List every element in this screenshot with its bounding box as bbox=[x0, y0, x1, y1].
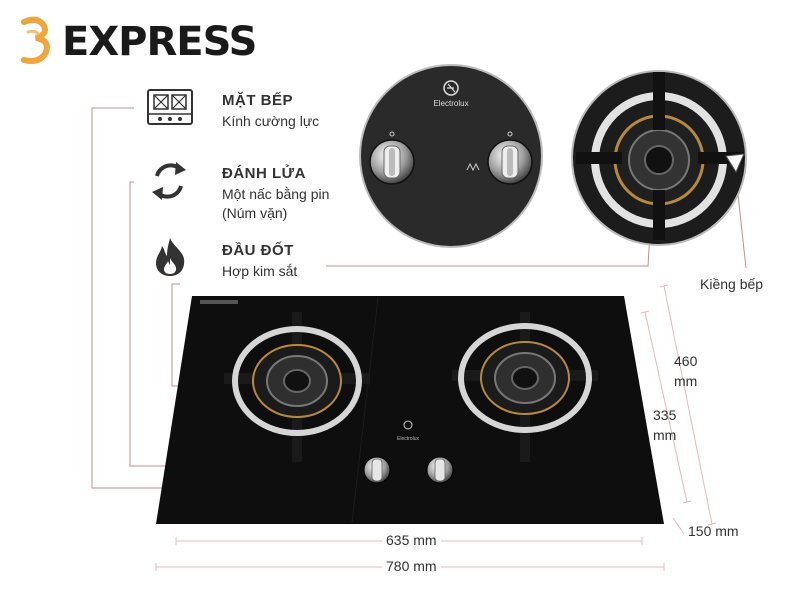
feature-burner-text: ĐẦU ĐỐT Hợp kim sắt bbox=[222, 242, 297, 281]
feature-title: ĐÁNH LỬA bbox=[222, 165, 306, 182]
feature-cooktop bbox=[146, 88, 194, 131]
electrolux-logo-icon bbox=[443, 80, 459, 96]
logo-text: EXPRESS bbox=[62, 19, 257, 65]
inner-depth-value: 335 bbox=[653, 407, 677, 423]
glass-cooktop: Electrolux bbox=[156, 296, 664, 524]
width-dimension: 780 mm bbox=[382, 558, 441, 574]
inner-depth-dimension: 335 mm bbox=[653, 405, 676, 445]
left-burner bbox=[224, 312, 370, 462]
depth-value: 460 bbox=[674, 353, 698, 369]
knob-closeup: Electrolux bbox=[359, 64, 543, 248]
cooktop-left-knob bbox=[363, 456, 391, 484]
feature-cooktop-text: MẶT BẾP Kính cường lực bbox=[222, 92, 319, 131]
right-knob bbox=[487, 139, 533, 185]
inner-depth-unit: mm bbox=[653, 427, 677, 443]
panel-brand-label: Electrolux bbox=[433, 99, 468, 108]
cooktop-icon bbox=[147, 89, 193, 125]
depth-dimension: 460 mm bbox=[674, 351, 697, 391]
feature-title: ĐẦU ĐỐT bbox=[222, 242, 294, 259]
edge-dimension: 150 mm bbox=[688, 523, 739, 539]
feature-burner bbox=[152, 236, 188, 283]
cooktop-brand-label: Electrolux bbox=[397, 436, 419, 442]
feature-ignition-text: ĐÁNH LỬA Một nấc bằng pin (Núm vặn) bbox=[222, 165, 329, 223]
burner-closeup bbox=[571, 70, 747, 246]
ignition-cycle-icon bbox=[152, 162, 186, 200]
feature-line: Kính cường lực bbox=[222, 113, 320, 129]
right-burner bbox=[452, 312, 598, 462]
grate-label: Kiềng bếp bbox=[700, 276, 763, 292]
brand-logo: EXPRESS bbox=[18, 14, 257, 70]
logo-mark-icon bbox=[21, 16, 50, 64]
feature-line: Hợp kim sắt bbox=[222, 263, 298, 279]
feature-line: (Núm vặn) bbox=[222, 205, 288, 221]
left-knob bbox=[369, 139, 415, 185]
depth-unit: mm bbox=[674, 373, 698, 389]
feature-title: MẶT BẾP bbox=[222, 92, 293, 109]
feature-line: Một nấc bằng pin bbox=[222, 186, 330, 202]
cooktop-right-knob bbox=[426, 456, 454, 484]
flame-icon bbox=[156, 238, 185, 276]
feature-ignition bbox=[148, 158, 190, 209]
inner-width-dimension: 635 mm bbox=[382, 532, 441, 548]
cooktop-electrolux-logo-icon bbox=[403, 420, 413, 430]
